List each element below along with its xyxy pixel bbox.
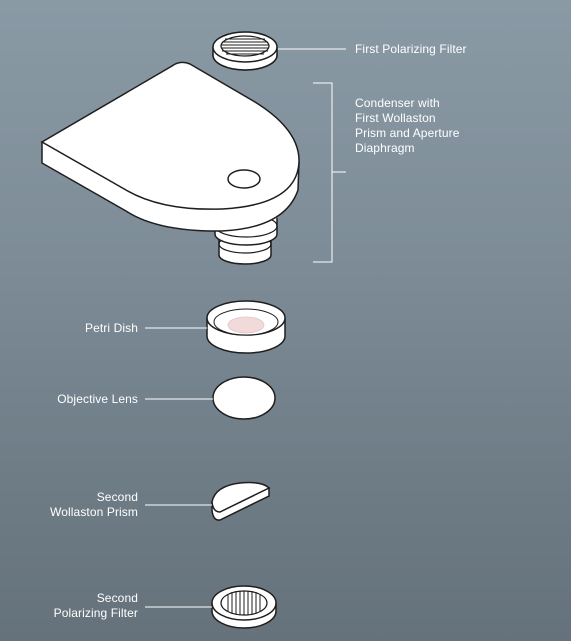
objective-lens (212, 376, 276, 420)
aperture-diaphragm-hole (227, 169, 261, 189)
label-condenser: Condenser with First Wollaston Prism and… (355, 96, 460, 155)
second-wollaston-prism (211, 481, 271, 521)
condenser-bracket (313, 82, 333, 263)
second-polarizing-filter (211, 585, 277, 629)
label-second-polarizing-filter: Second Polarizing Filter (53, 591, 138, 620)
petri-dish (206, 300, 286, 354)
condenser (40, 61, 300, 265)
specimen-sample (227, 316, 265, 334)
first-polarizing-filter (212, 31, 278, 71)
label-objective-lens: Objective Lens (57, 392, 138, 406)
label-second-wollaston-prism: Second Wollaston Prism (50, 490, 138, 519)
label-first-polarizing-filter: First Polarizing Filter (355, 42, 467, 56)
label-petri-dish: Petri Dish (84, 321, 138, 335)
